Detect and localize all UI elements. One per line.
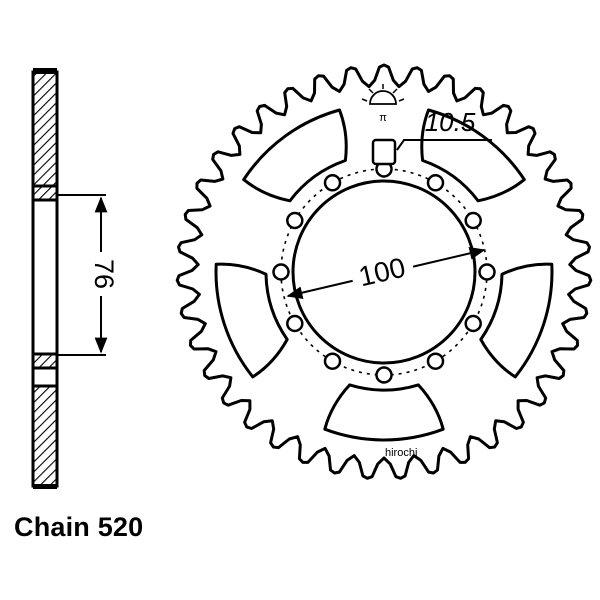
profile-hub: [31, 198, 59, 356]
dim-10-5-label: 10.5: [425, 107, 476, 137]
bolt-hole: [426, 352, 445, 370]
bolt-hole: [323, 174, 342, 192]
dim-100-bg: [348, 247, 416, 293]
bolt-hole: [464, 314, 482, 333]
bolt-hole: [478, 263, 496, 281]
profile-cap-bottom: [33, 484, 57, 489]
cutout: [479, 262, 554, 379]
cutout: [420, 108, 526, 203]
bolt-hole: [375, 366, 393, 384]
profile-hatch-top: [31, 70, 59, 190]
dim-76-bg: [78, 252, 108, 296]
bolt-holes: [272, 160, 496, 384]
cutout: [242, 108, 348, 203]
side-profile-view: 76: [31, 68, 119, 489]
bolt-hole: [286, 314, 304, 333]
profile-cap-top: [33, 68, 57, 74]
profile-hatch-mid-bottom: [31, 352, 59, 370]
front-view: 100 10.5 π hirochi: [175, 63, 593, 480]
lightening-cutouts: [214, 108, 554, 442]
dim-leader-10-5: [396, 139, 492, 151]
profile-hatch-mid-top: [31, 184, 59, 202]
bolt-hole: [272, 263, 290, 281]
bolt-hole: [426, 174, 445, 192]
watermark: hirochi: [385, 447, 417, 459]
cutout: [214, 262, 289, 379]
chain-size-label: Chain 520: [14, 512, 144, 542]
cutout: [323, 383, 445, 442]
profile-gap: [31, 366, 59, 388]
svg-text:π: π: [379, 112, 387, 124]
profile-hatch-bottom: [31, 384, 59, 488]
bolt-hole: [464, 211, 482, 230]
sun-logo-icon: π: [361, 84, 405, 124]
bolt-hole: [323, 352, 342, 370]
dim-76-label: 76: [89, 259, 119, 289]
bolt-slot-callout: [371, 138, 397, 166]
bolt-hole: [286, 211, 304, 230]
